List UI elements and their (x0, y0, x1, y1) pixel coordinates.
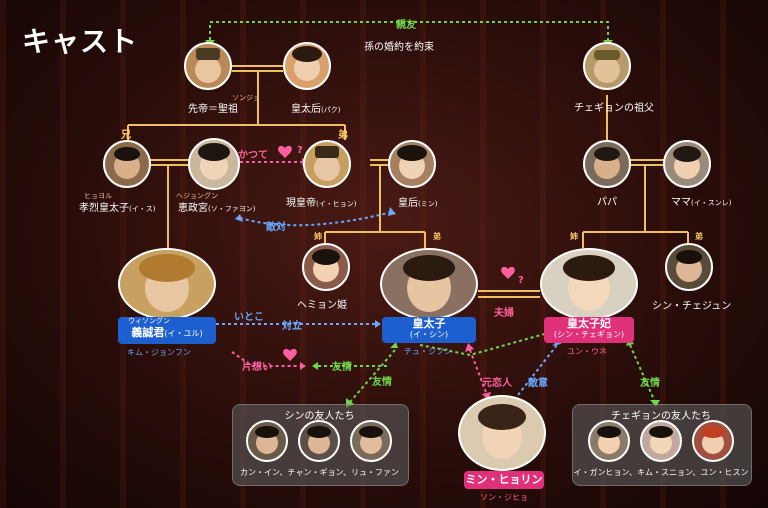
label-hyoyeol: 孝烈皇太子(イ・ス) (79, 199, 155, 214)
portrait-chaejun (665, 243, 713, 291)
portrait-hyoyeol (103, 140, 151, 188)
label-chaejun: シン・チェジュン (652, 297, 731, 312)
label-former-emperor: 先帝＝聖祖 (188, 100, 238, 115)
relation-older-sister-1: 姉 (314, 231, 322, 242)
relation-engagement: 孫の婚約を約束 (364, 38, 434, 53)
label-hyemyeong: ヘミョン姫 (297, 296, 347, 311)
portrait-papa (583, 140, 631, 188)
label-current-emperor: 現皇帝(イ・ヒョン) (286, 194, 356, 209)
relation-unrequited: 片想い (242, 358, 272, 373)
label-empress-dowager: 皇太后(パク) (291, 100, 340, 115)
relation-question: ? (297, 145, 303, 156)
relation-younger-brother-2: 弟 (433, 231, 441, 242)
group-shin-friends-members: カン・イン、チャン・ギョン、リュ・ファン (232, 467, 407, 478)
portrait-hyemyeong (302, 243, 350, 291)
relation-friendship-1: 友情 (332, 358, 352, 373)
portrait-chaekyung-grandfather (583, 42, 631, 90)
label-chaekyung-grandfather: チェギョンの祖父 (574, 99, 654, 114)
portrait-chaekyung (540, 248, 638, 320)
relation-friendship-2: 友情 (372, 373, 392, 388)
label-hyejeong: 恵政宮(ソ・ファヨン) (178, 199, 255, 214)
relation-hostility: 敵意 (528, 374, 548, 389)
relation-friendship-3: 友情 (640, 374, 660, 389)
namebox-shin: 皇太子 (イ・シン) (382, 317, 476, 343)
label-mama: ママ(イ・スンレ) (671, 193, 731, 208)
relation-older-sister-2: 姉 (570, 231, 578, 242)
relation-older-brother: 兄 (121, 126, 131, 141)
relation-hostile: 敵対 (266, 218, 286, 233)
portrait-current-emperor (303, 140, 351, 188)
label-empress: 皇后(ミン) (398, 194, 437, 209)
portrait-mama (663, 140, 711, 188)
heart-icon (501, 267, 515, 279)
actor-shin: チュ・ジフン (404, 346, 452, 357)
relation-question-2: ? (518, 275, 524, 286)
group-chaekyung-friends-members: イ・ガンヒョン、キム・スニョン、ユン・ヒスン (572, 467, 750, 478)
portrait-kang-in (246, 420, 288, 462)
portrait-hyejeong (188, 138, 240, 190)
portrait-yun-hiseun (692, 420, 734, 462)
page-title: キャスト (22, 20, 138, 60)
namebox-chaekyung: 皇太子妃 (シン・チェギョン) (544, 317, 634, 343)
namebox-yul: ウィソングン 義誠君(イ・ユル) (118, 317, 216, 344)
label-papa: パパ (597, 193, 617, 208)
relation-once: かつて (238, 146, 268, 161)
heart-icon (283, 349, 297, 361)
portrait-yul (118, 248, 216, 320)
relation-younger-brother-1: 弟 (338, 126, 348, 141)
relation-cousin: いとこ (234, 308, 264, 323)
portrait-hyorin (458, 395, 546, 471)
actor-hyorin: ソン・ジヒョ (480, 492, 528, 503)
relation-rivalry: 対立 (282, 317, 302, 332)
portrait-ryu-hwan (350, 420, 392, 462)
heart-icon (278, 146, 292, 158)
portrait-former-emperor (184, 42, 232, 90)
portrait-shin (380, 248, 478, 320)
actor-chaekyung: ユン・ウネ (567, 346, 607, 357)
relation-ex-lover: 元恋人 (482, 374, 512, 389)
relation-friends: 親友 (396, 16, 416, 31)
relation-couple: 夫婦 (494, 304, 514, 319)
portrait-jang-gyeong (298, 420, 340, 462)
portrait-empress (388, 140, 436, 188)
actor-yul: キム・ジョンフン (127, 347, 191, 358)
portrait-lee-ganghyeon (588, 420, 630, 462)
namebox-hyorin: ミン・ヒョリン (464, 471, 544, 489)
portrait-empress-dowager (283, 42, 331, 90)
portrait-kim-sunyeong (640, 420, 682, 462)
relation-younger-brother-3: 弟 (695, 231, 703, 242)
